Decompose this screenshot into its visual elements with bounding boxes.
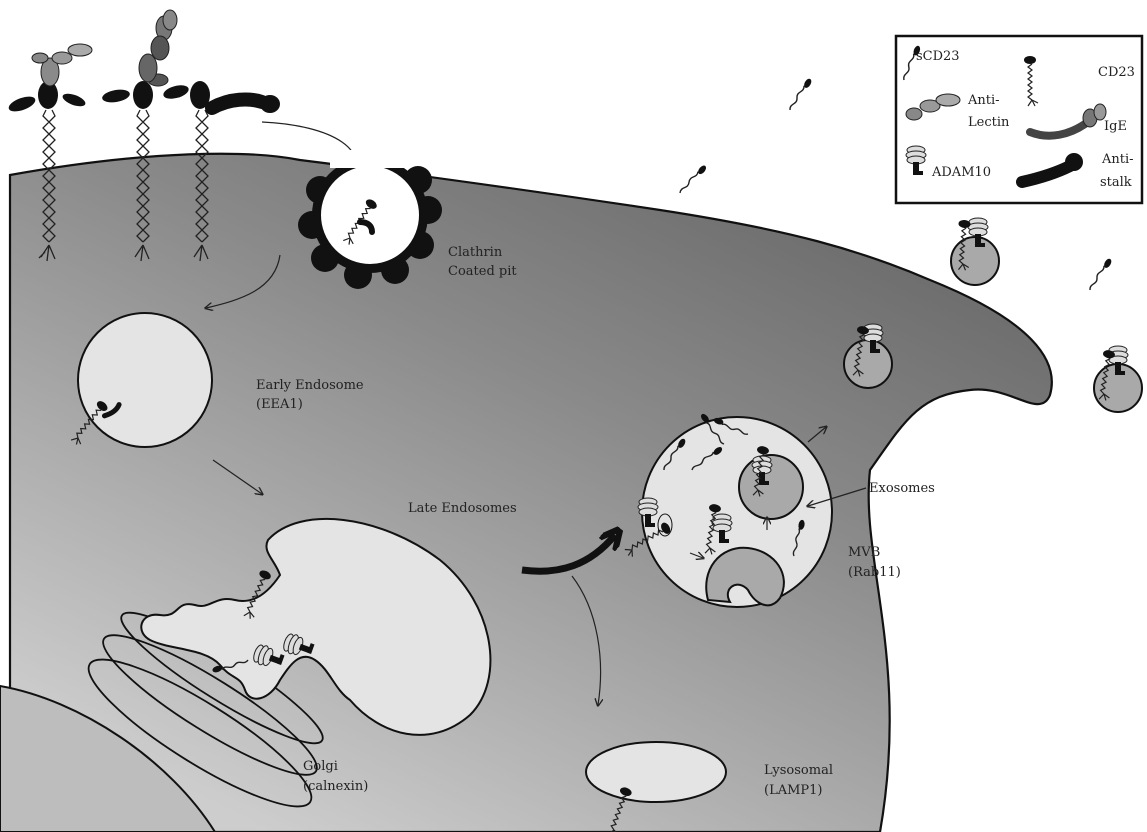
golgi-label-line1: Golgi [303,759,338,774]
receptor-heads [7,10,280,114]
legend-anti-stalk-line1: Anti- [1101,152,1134,167]
legend-anti-lectin-line2: Lectin [968,115,1010,130]
legend-anti-stalk-line2: stalk [1100,175,1132,190]
clathrin-label-line1: Clathrin [448,245,503,260]
mvb-label-line1: MVB [848,545,880,560]
legend-cd23: CD23 [1098,65,1135,80]
legend-adam10: ADAM10 [931,165,991,180]
legend-anti-lectin-line1: Anti- [967,93,1000,108]
early-endosome-label-line1: Early Endosome [256,378,364,393]
golgi-label-line2: (calnexin) [303,779,368,794]
legend: sCD23 CD23 Anti- Lectin IgE ADAM10 Anti- [896,36,1142,203]
mvb-label-line2: (Rab11) [848,565,901,580]
late-endosomes-label: Late Endosomes [408,501,517,516]
lysosomal-label-line2: (LAMP1) [764,783,823,798]
legend-ige: IgE [1104,119,1127,134]
lysosome [586,742,726,802]
early-endosome [78,313,212,447]
exosomes-label: Exosomes [869,481,935,496]
lysosomal-label-line1: Lysosomal [764,763,833,778]
early-endosome-label-line2: (EEA1) [256,397,303,412]
legend-scd23: sCD23 [916,49,960,64]
clathrin-label-line2: Coated pit [448,264,517,279]
